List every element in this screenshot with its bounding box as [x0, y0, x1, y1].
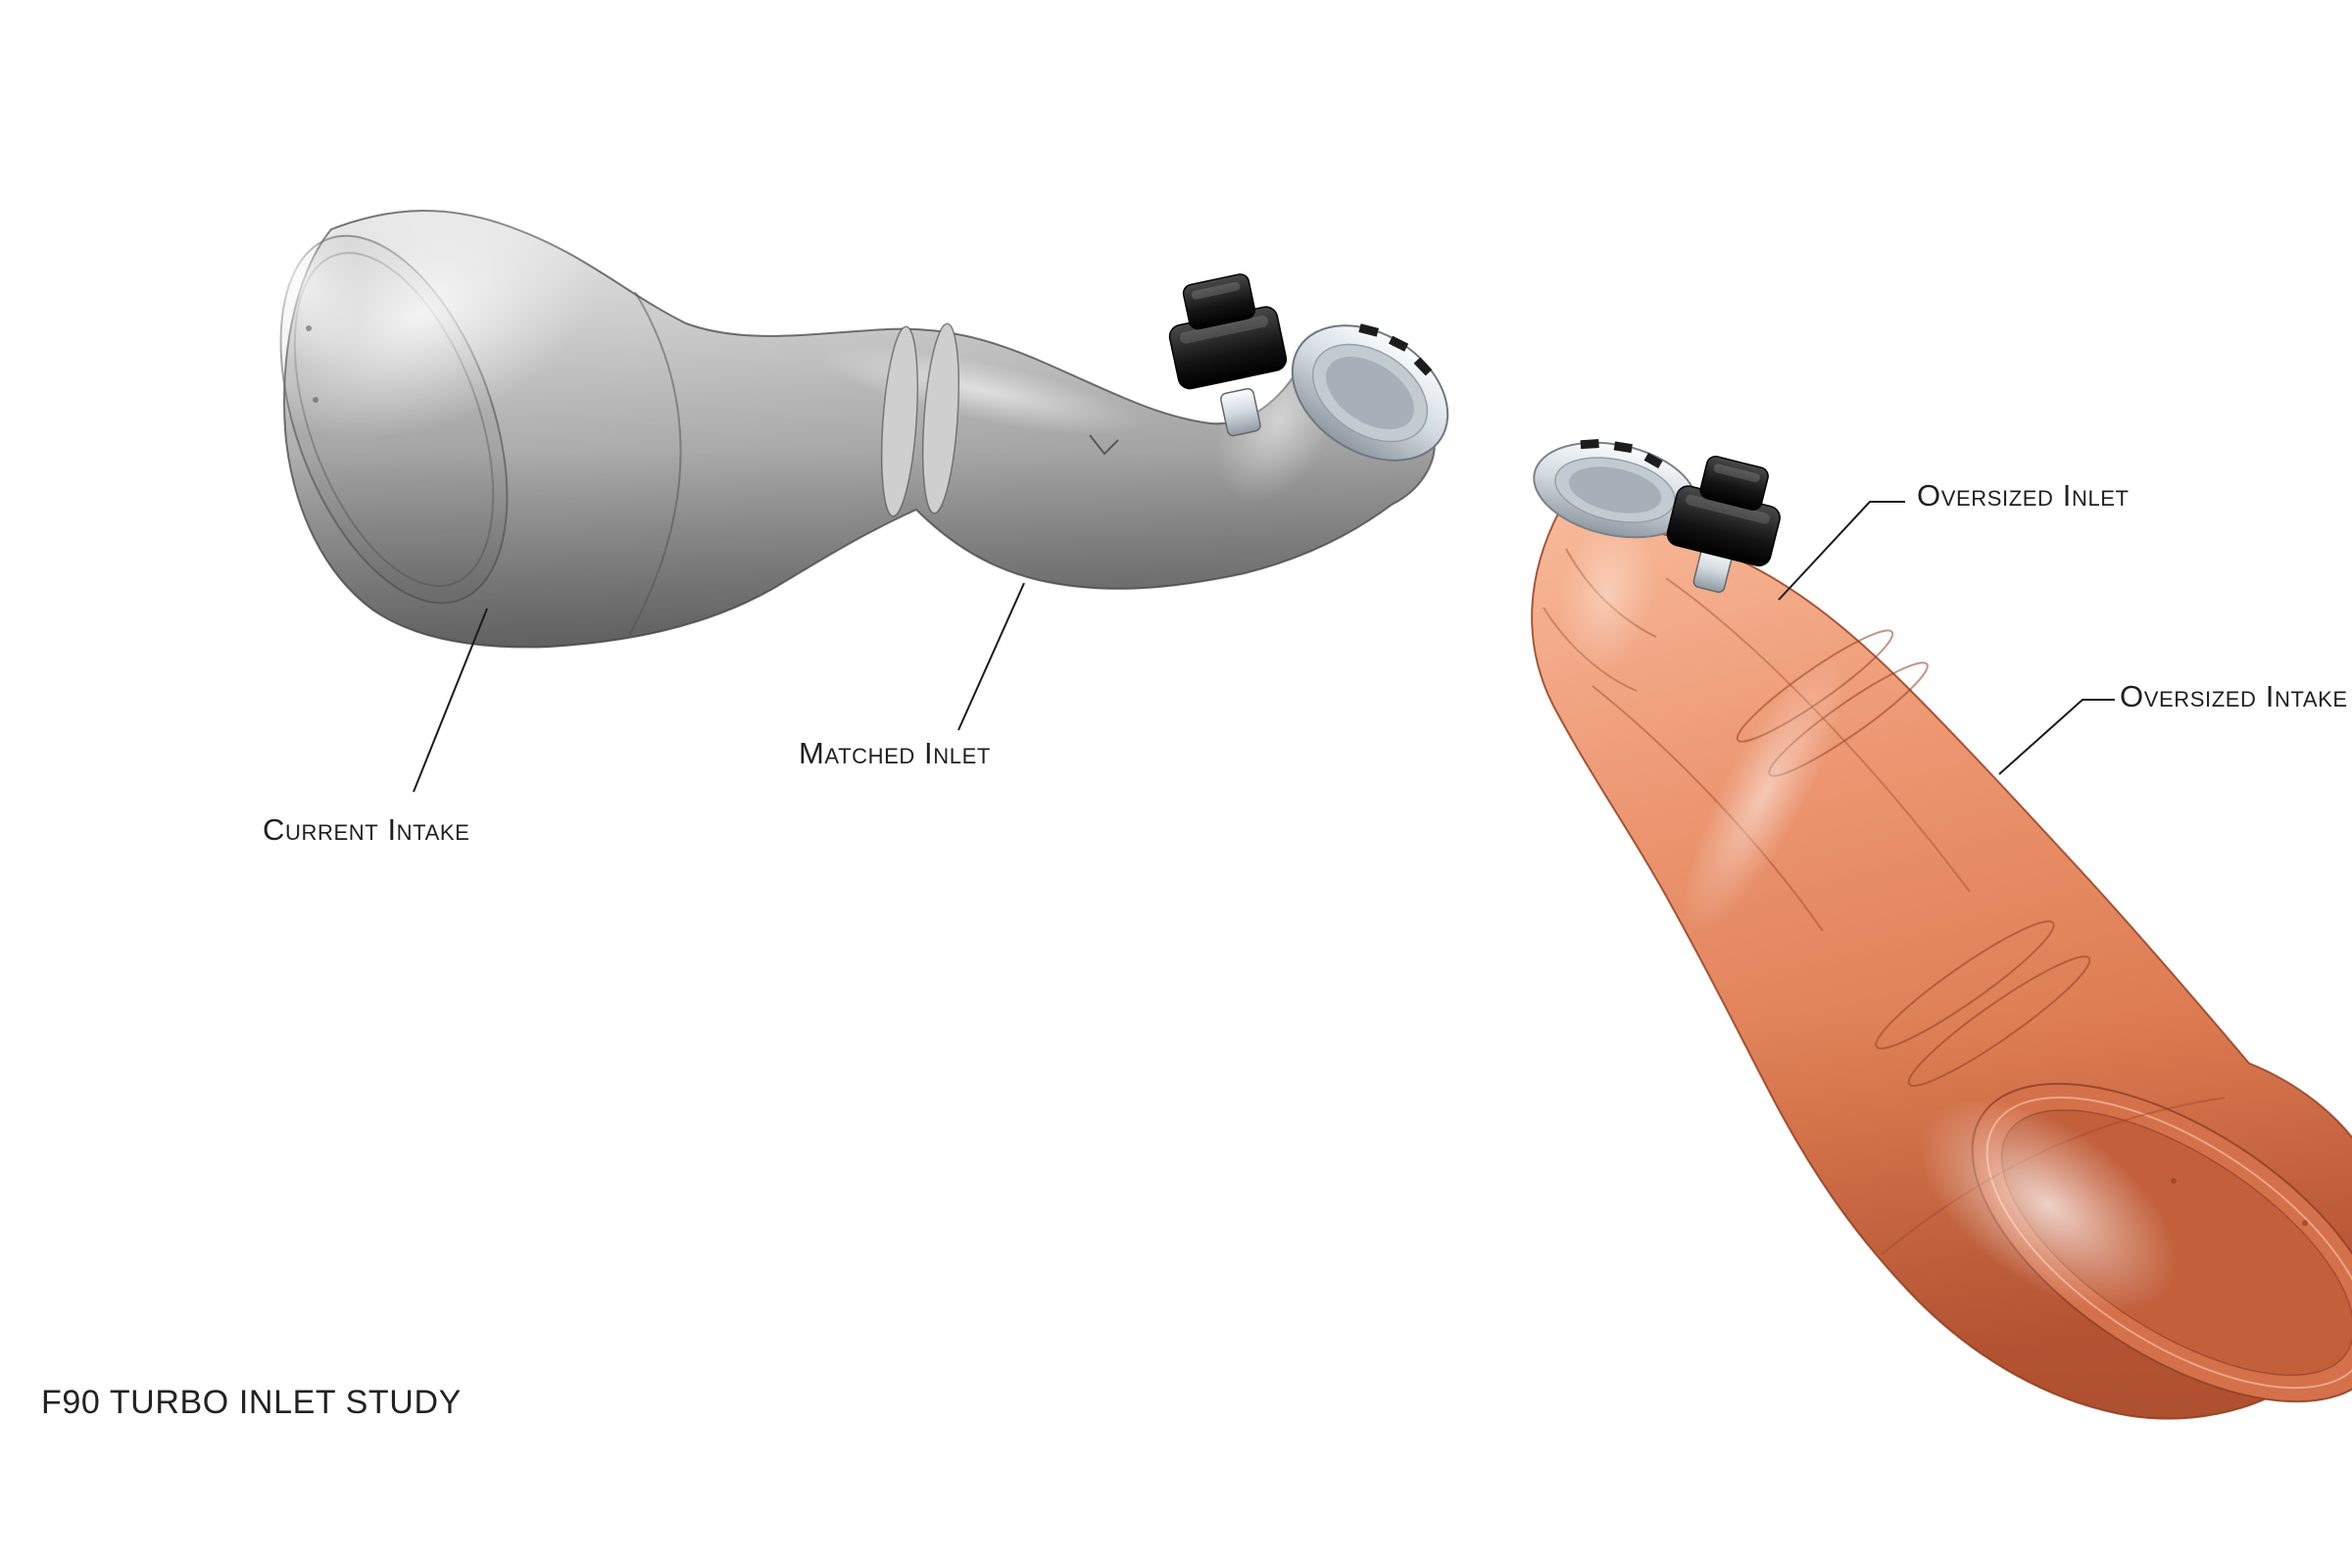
tube-contour-line — [1592, 685, 1824, 932]
leader-oversized-intake — [1998, 699, 2115, 775]
sensor-fitting — [1168, 273, 1288, 437]
sensor-body-highlight — [1179, 316, 1269, 344]
bell-neck-edge — [628, 291, 682, 636]
drawing-title: F90 TURBO INLET STUDY — [41, 1384, 462, 1421]
oversized-intake-part — [1531, 439, 2352, 1420]
label-oversized-inlet: Oversized Inlet — [1917, 478, 2130, 513]
coupler-bore — [1568, 466, 1662, 514]
surface-point — [306, 325, 312, 331]
leader-current-intake — [413, 608, 488, 793]
tube-seam-ring — [1875, 920, 2055, 1050]
label-oversized-intake: Oversized Intake — [2120, 679, 2348, 713]
coupler-slots — [1580, 439, 1663, 469]
bell-highlight-2 — [234, 189, 364, 369]
surface-point — [2171, 1178, 2177, 1184]
matched-inlet-coupler — [1291, 323, 1449, 462]
tube-highlight — [1682, 654, 1846, 934]
sensor-cap — [1182, 273, 1256, 330]
sensor-stem — [1220, 387, 1261, 437]
callout-leaders — [413, 501, 2115, 793]
current-intake-part — [234, 187, 1449, 649]
label-current-intake: Current Intake — [263, 812, 470, 847]
sensor-cap — [1699, 456, 1769, 511]
sensor-body-highlight — [1686, 494, 1770, 524]
coupler-bore — [1325, 356, 1415, 430]
label-matched-inlet: Matched Inlet — [799, 736, 991, 770]
bell-highlight — [1919, 1099, 2178, 1312]
surface-vee-mark — [1089, 434, 1119, 456]
leader-matched-inlet — [957, 582, 1025, 731]
sensor-cap-highlight — [1713, 464, 1760, 483]
leader-oversized-inlet — [1778, 501, 1905, 601]
tube-rib — [921, 322, 960, 514]
surface-point — [2302, 1220, 2308, 1226]
oversized-inlet-coupler — [1533, 439, 1697, 539]
coupler-slots — [1358, 323, 1433, 376]
sensor-fitting — [1666, 456, 1781, 593]
sensor-cap-highlight — [1191, 281, 1241, 300]
tube-seam-ring — [1907, 956, 2091, 1087]
elbow-highlight — [1558, 514, 1656, 671]
surface-point — [313, 397, 318, 403]
tube-rib — [880, 325, 919, 517]
